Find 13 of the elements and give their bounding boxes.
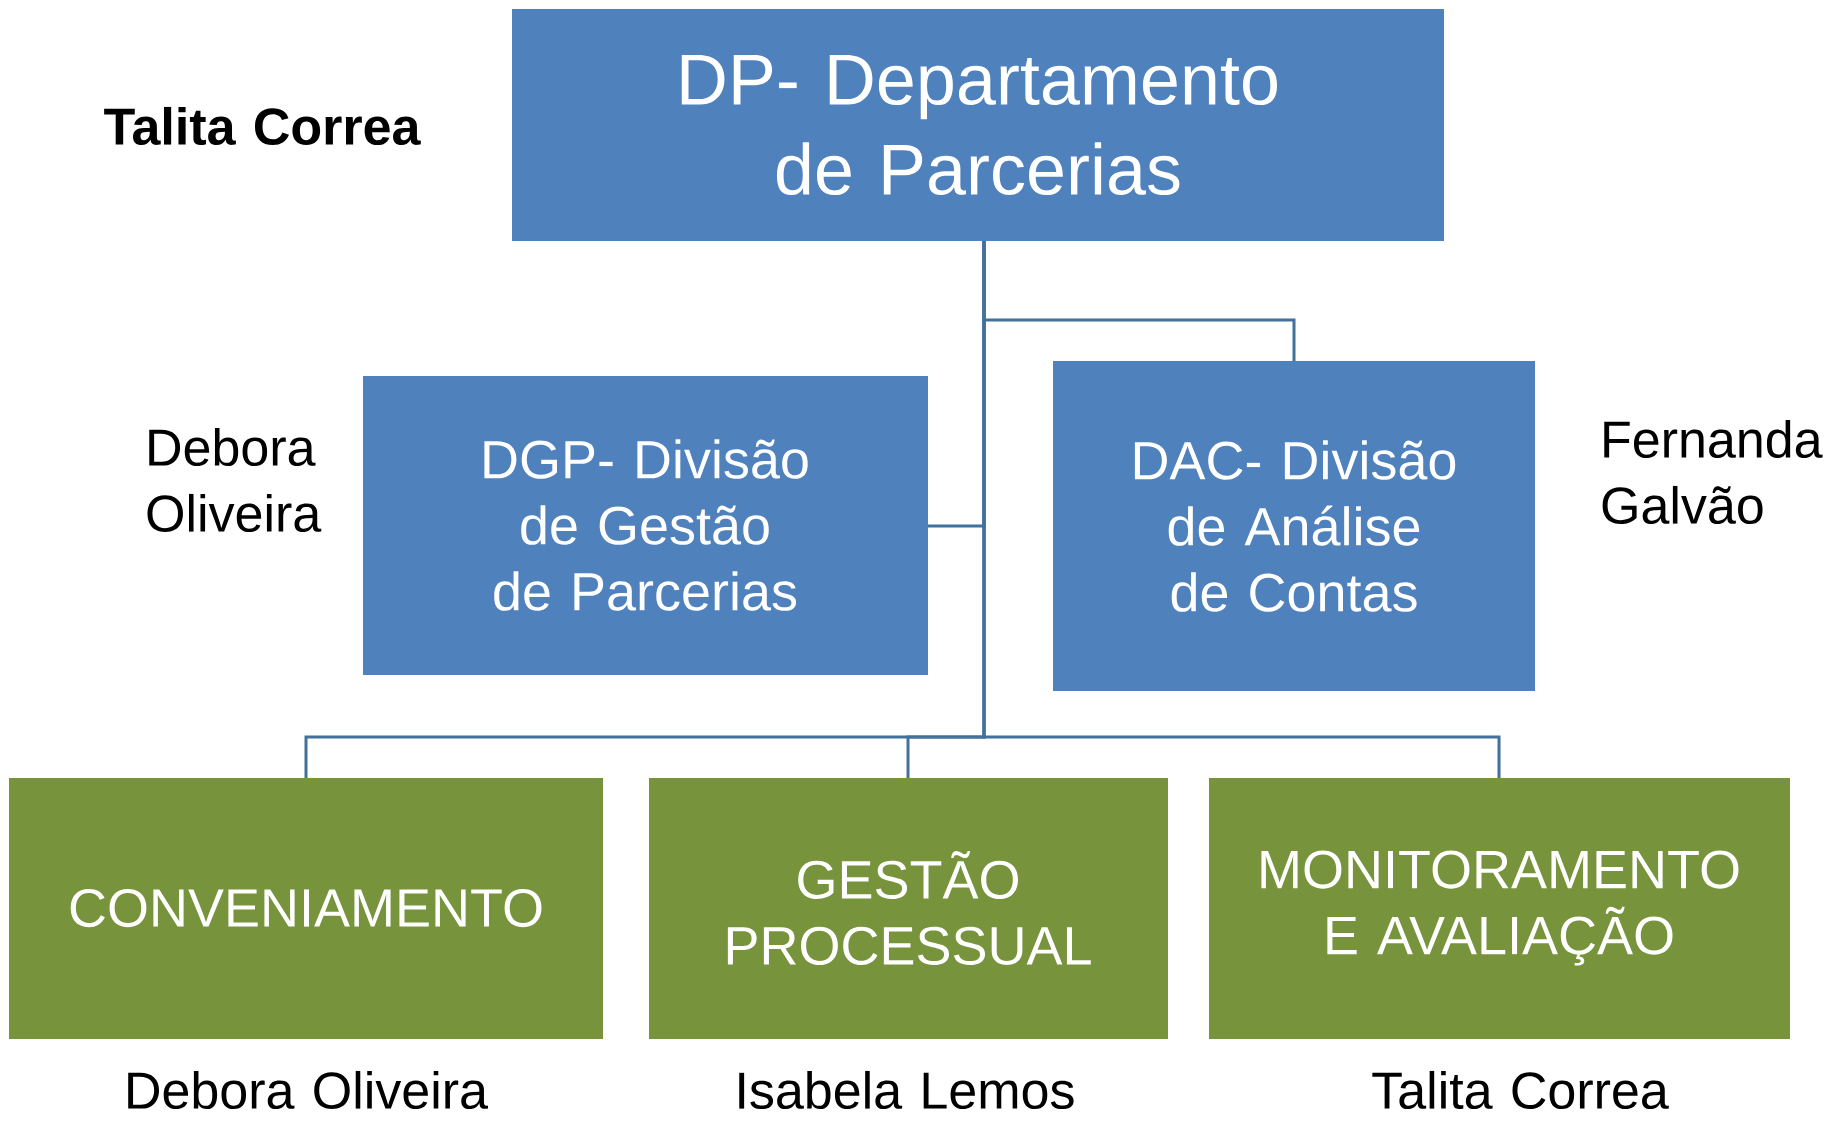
department-box: DGP- Divisão de Gestão de Parcerias xyxy=(363,376,928,675)
person-name: Isabela Lemos xyxy=(739,1070,1074,1110)
section-box: GESTÃO PROCESSUAL xyxy=(649,778,1168,1039)
department-box: DAC- Divisão de Análise de Contas xyxy=(1053,361,1535,691)
person-name: Debora Oliveira xyxy=(147,427,322,533)
person-name: Talita Correa xyxy=(104,106,421,146)
department-box: DP- Departamento de Parcerias xyxy=(512,9,1444,241)
person-name: Fernanda Galvão xyxy=(1602,419,1823,525)
section-box: CONVENIAMENTO xyxy=(9,778,603,1039)
person-name: Debora Oliveira xyxy=(128,1070,488,1110)
connector-line xyxy=(982,241,1501,778)
section-box: MONITORAMENTO E AVALIAÇÃO xyxy=(1209,778,1790,1039)
person-name: Talita Correa xyxy=(1372,1070,1669,1110)
